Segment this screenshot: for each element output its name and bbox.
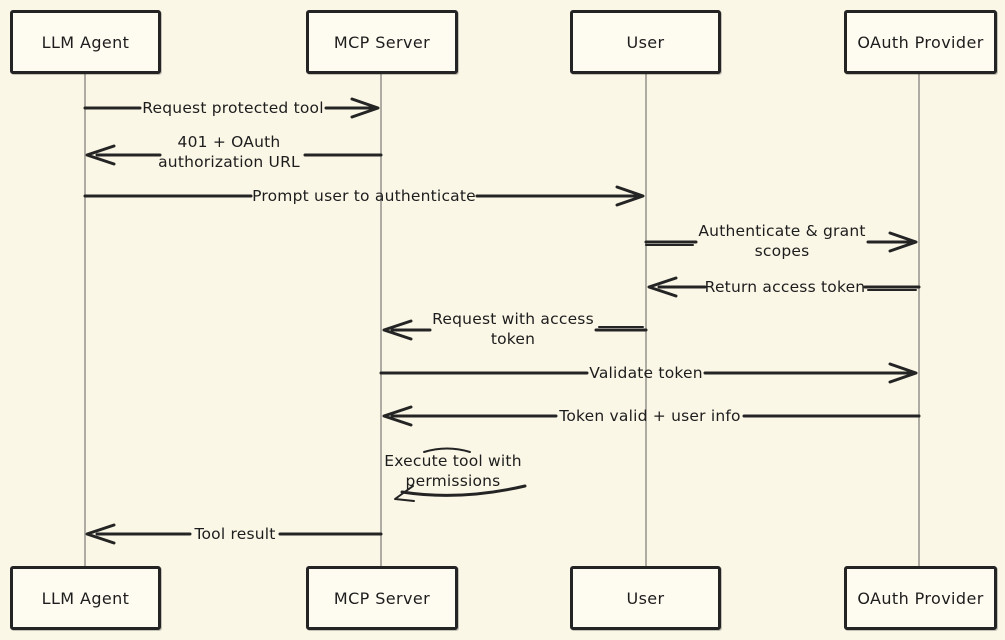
actor-box-mcp-server-top: MCP Server [306, 10, 458, 74]
actor-box-oauth-provider-bottom: OAuth Provider [844, 566, 997, 630]
message-text: authorization URL [158, 153, 300, 171]
arrow-head-right-icon [615, 185, 645, 207]
self-loop-top-arc [423, 447, 471, 453]
arrow-token-valid-user-info [382, 405, 921, 427]
actor-label: User [626, 32, 665, 52]
arrow-head-left-icon [382, 319, 413, 341]
arrow-tool-result [85, 523, 383, 545]
message-label-execute-tool-permissions: Execute tool with permissions [384, 451, 521, 491]
arrow-return-access-token [647, 276, 921, 298]
arrow-validate-token [379, 362, 918, 384]
arrow-head-right-icon [888, 362, 918, 384]
message-text: 401 + OAuth [177, 133, 281, 151]
message-label-validate-token: Validate token [589, 363, 703, 383]
message-text: Tool result [194, 525, 276, 543]
arrow-authenticate-grant-scopes [644, 231, 918, 253]
arrow-request-with-access-token [382, 319, 648, 341]
actor-label: User [626, 588, 665, 608]
actor-box-user-top: User [570, 10, 721, 74]
actor-label: OAuth Provider [857, 588, 984, 608]
message-text: token [490, 330, 536, 348]
arrow-head-left-icon [647, 276, 678, 298]
arrow-head-right-icon [350, 97, 380, 119]
message-text: permissions [405, 472, 501, 490]
message-text: scopes [754, 242, 810, 260]
arrow-head-right-icon [888, 231, 918, 253]
arrow-execute-tool-self-loop [394, 447, 527, 502]
message-label-tool-result: Tool result [194, 524, 275, 544]
message-text: Request with access [432, 310, 594, 328]
arrow-head-left-icon [382, 405, 413, 427]
message-text: Return access token [704, 278, 866, 296]
arrow-401-oauth-authorization-url [85, 144, 383, 166]
arrow-head-left-icon [85, 144, 116, 166]
lifeline-llm-agent [84, 73, 86, 567]
message-text: Request protected tool [142, 99, 324, 117]
message-label-request-with-access-token: Request with access token [432, 309, 594, 349]
message-text: Validate token [589, 364, 703, 382]
self-loop-bottom-arc [400, 484, 527, 497]
message-text: Execute tool with [384, 452, 522, 470]
actor-label: OAuth Provider [857, 32, 984, 52]
actor-box-llm-agent-top: LLM Agent [10, 10, 161, 74]
arrow-prompt-user-to-authenticate [83, 185, 645, 207]
message-text: Prompt user to authenticate [252, 187, 476, 205]
actor-label: LLM Agent [41, 588, 130, 608]
message-label-prompt-user: Prompt user to authenticate [252, 186, 476, 206]
actor-label: MCP Server [333, 588, 431, 608]
arrow-head-left-icon [394, 485, 415, 502]
message-text: Authenticate & grant [698, 222, 866, 240]
message-text: Token valid + user info [559, 407, 741, 425]
actor-box-llm-agent-bottom: LLM Agent [10, 566, 161, 630]
actor-box-mcp-server-bottom: MCP Server [306, 566, 458, 630]
arrow-request-protected-tool [83, 97, 380, 119]
actor-box-user-bottom: User [570, 566, 721, 630]
message-label-token-valid-user-info: Token valid + user info [559, 406, 740, 426]
arrow-head-left-icon [85, 523, 116, 545]
lifeline-mcp-server [380, 73, 382, 567]
actor-label: MCP Server [333, 32, 431, 52]
message-label-return-access-token: Return access token [705, 277, 866, 297]
message-label-request-protected-tool: Request protected tool [142, 98, 324, 118]
message-label-401-oauth: 401 + OAuth authorization URL [158, 132, 300, 172]
lifeline-user [645, 73, 647, 567]
lifeline-oauth-provider [918, 73, 920, 567]
actor-box-oauth-provider-top: OAuth Provider [844, 10, 997, 74]
actor-label: LLM Agent [41, 32, 130, 52]
message-label-authenticate-grant: Authenticate & grant scopes [698, 221, 865, 261]
